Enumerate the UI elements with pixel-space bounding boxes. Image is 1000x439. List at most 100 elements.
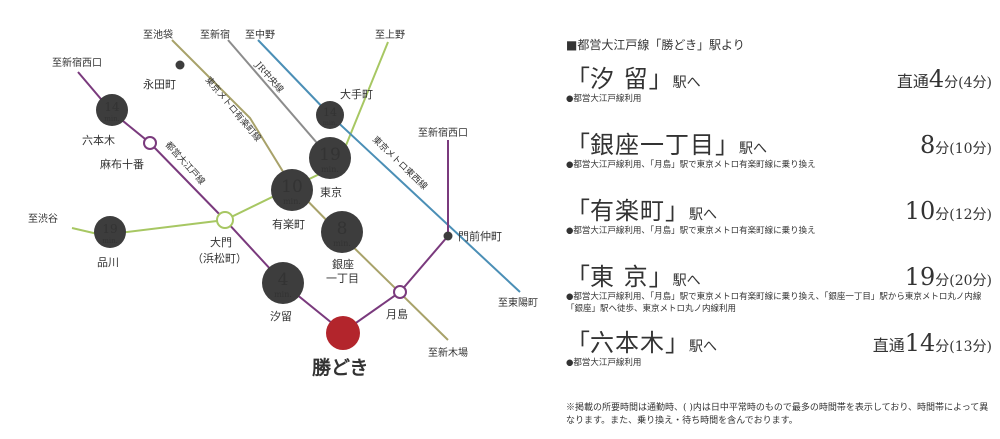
dir-ueno: 至上野 — [375, 29, 405, 41]
kachidoki-marker — [326, 316, 360, 350]
dir-shibuya: 至渋谷 — [28, 212, 58, 225]
open-bracket: 「 — [566, 197, 590, 225]
route-note: ●都営大江戸線利用 — [566, 358, 642, 368]
route-station: 銀座一丁目 — [590, 131, 715, 159]
travel-time-panel: ■都営大江戸線「勝どき」駅より 「汐 留」駅へ直通4分(4分)●都営大江戸線利用… — [566, 36, 996, 389]
dir-shinkiba: 至新木場 — [428, 346, 468, 359]
dir-toyo: 至東陽町 — [498, 296, 538, 309]
badge-shiodome-number: 4 — [278, 270, 289, 290]
route-note: ●都営大江戸線利用、「月島」駅で東京メトロ有楽町線に乗り換え — [566, 226, 816, 236]
route-prefix: 直通 — [872, 336, 905, 355]
route-destination: 「六本木」駅へ — [566, 323, 717, 358]
route-unit: 分 — [944, 75, 959, 91]
label-shinagawa: 品川 — [97, 256, 119, 269]
panel-heading: ■都営大江戸線「勝どき」駅より — [566, 38, 745, 52]
open-bracket: 「 — [566, 131, 590, 159]
route-unit: 分 — [935, 273, 950, 289]
route-station: 汐 留 — [590, 65, 649, 93]
badge-otemachi-unit: min. — [323, 119, 338, 127]
route-minutes: 10 — [904, 197, 936, 225]
route-unit: 分 — [935, 141, 950, 157]
tozai-line-label: 東京メトロ東西線 — [370, 134, 430, 193]
label-kachidoki: 勝どき — [312, 356, 368, 379]
route-station: 六本木 — [590, 329, 665, 357]
open-bracket: 「 — [566, 263, 590, 291]
dir-nakano: 至中野 — [245, 28, 275, 41]
close-bracket: 」 — [715, 131, 739, 159]
badge-otemachi: 14 min. — [316, 101, 344, 129]
badge-ginza-number: 8 — [337, 219, 348, 239]
nagatacho-dot — [175, 60, 185, 70]
badge-roppongi-unit: min. — [104, 115, 120, 123]
marunouchi-line — [71, 41, 389, 237]
label-otemachi: 大手町 — [340, 87, 373, 101]
badge-ginza: 8 min. — [321, 211, 363, 253]
badge-yurakucho-number: 10 — [281, 177, 303, 197]
route-item: 「有楽町」駅へ 10分(12分) ●都営大江戸線利用、「月島」駅で東京メトロ有楽町線… — [566, 191, 996, 257]
route-station: 有楽町 — [590, 197, 665, 225]
badge-tokyo-number: 19 — [319, 145, 341, 165]
route-station: 東 京 — [590, 263, 649, 291]
route-map: 都営大江戸線 東京メトロ有楽町線 JR中央線 東京メトロ東西線 至池袋 至新宿 … — [28, 28, 538, 379]
label-monzennakacho: 門前仲町 — [458, 229, 502, 243]
open-bracket: 「 — [566, 329, 590, 357]
close-bracket: 」 — [665, 197, 689, 225]
label-ginza: 銀座一丁目 — [326, 257, 359, 285]
dir-shinjukunishiguchi-left: 至新宿西口 — [52, 56, 102, 69]
route-unit: 分 — [935, 339, 950, 355]
route-destination: 「銀座一丁目」駅へ — [566, 125, 767, 160]
route-offpeak: (12分) — [949, 207, 992, 223]
badge-tokyo: 19 min. — [309, 137, 351, 179]
route-offpeak: (10分) — [949, 141, 992, 157]
route-offpeak: (13分) — [949, 339, 992, 355]
route-time: 10分(12分) — [905, 197, 992, 225]
route-destination: 「有楽町」駅へ — [566, 191, 717, 226]
route-time: 直通14分(13分) — [873, 329, 992, 357]
dir-shinjukunishiguchi-right: 至新宿西口 — [418, 126, 468, 139]
close-bracket: 」 — [665, 329, 689, 357]
route-destination: 「東 京」駅へ — [566, 257, 701, 292]
route-minutes: 14 — [904, 329, 936, 357]
tozai-line — [257, 39, 521, 293]
badge-shiodome-unit: min. — [274, 290, 292, 299]
open-bracket: 「 — [566, 65, 590, 93]
route-time: 直通4分(4分) — [897, 65, 992, 93]
monzennakacho-dot — [443, 231, 453, 241]
yurakucho-line-label: 東京メトロ有楽町線 — [203, 74, 264, 144]
label-azabujuban: 麻布十番 — [100, 157, 144, 171]
tsukishima-ring — [393, 285, 407, 299]
label-nagatacho: 永田町 — [143, 77, 176, 91]
route-time: 8分(10分) — [920, 131, 992, 159]
label-tsukishima: 月島 — [386, 307, 408, 321]
label-tokyo: 東京 — [320, 185, 342, 199]
badge-shinagawa-unit: min. — [102, 237, 118, 245]
route-offpeak: (20分) — [949, 273, 992, 289]
route-unit: 分 — [935, 207, 950, 223]
badge-yurakucho-unit: min. — [283, 197, 301, 206]
badge-ginza-unit: min. — [333, 239, 351, 248]
route-suffix: 駅へ — [689, 207, 717, 223]
badge-shinagawa-number: 19 — [102, 222, 117, 236]
badge-yurakucho: 10 min. — [271, 169, 313, 211]
route-destination: 「汐 留」駅へ — [566, 59, 701, 94]
label-roppongi: 六本木 — [82, 133, 115, 147]
route-note: ●都営大江戸線利用 — [566, 94, 642, 104]
label-yurakucho: 有楽町 — [272, 217, 305, 231]
azabujuban-ring — [143, 136, 157, 150]
badge-roppongi: 14 min. — [96, 94, 128, 126]
badge-tokyo-unit: min. — [321, 165, 339, 174]
dir-ikebukuro: 至池袋 — [143, 28, 173, 41]
route-suffix: 駅へ — [672, 75, 701, 91]
badge-otemachi-number: 14 — [323, 106, 337, 119]
close-bracket: 」 — [648, 263, 673, 291]
route-item: 「汐 留」駅へ 直通4分(4分) ●都営大江戸線利用 — [566, 59, 996, 125]
route-suffix: 駅へ — [672, 273, 701, 289]
badge-shiodome: 4 min. — [262, 262, 304, 304]
label-daimon: 大門 — [210, 235, 232, 249]
close-bracket: 」 — [648, 65, 673, 93]
route-suffix: 駅へ — [689, 339, 717, 355]
label-shiodome: 汐留 — [270, 309, 292, 323]
